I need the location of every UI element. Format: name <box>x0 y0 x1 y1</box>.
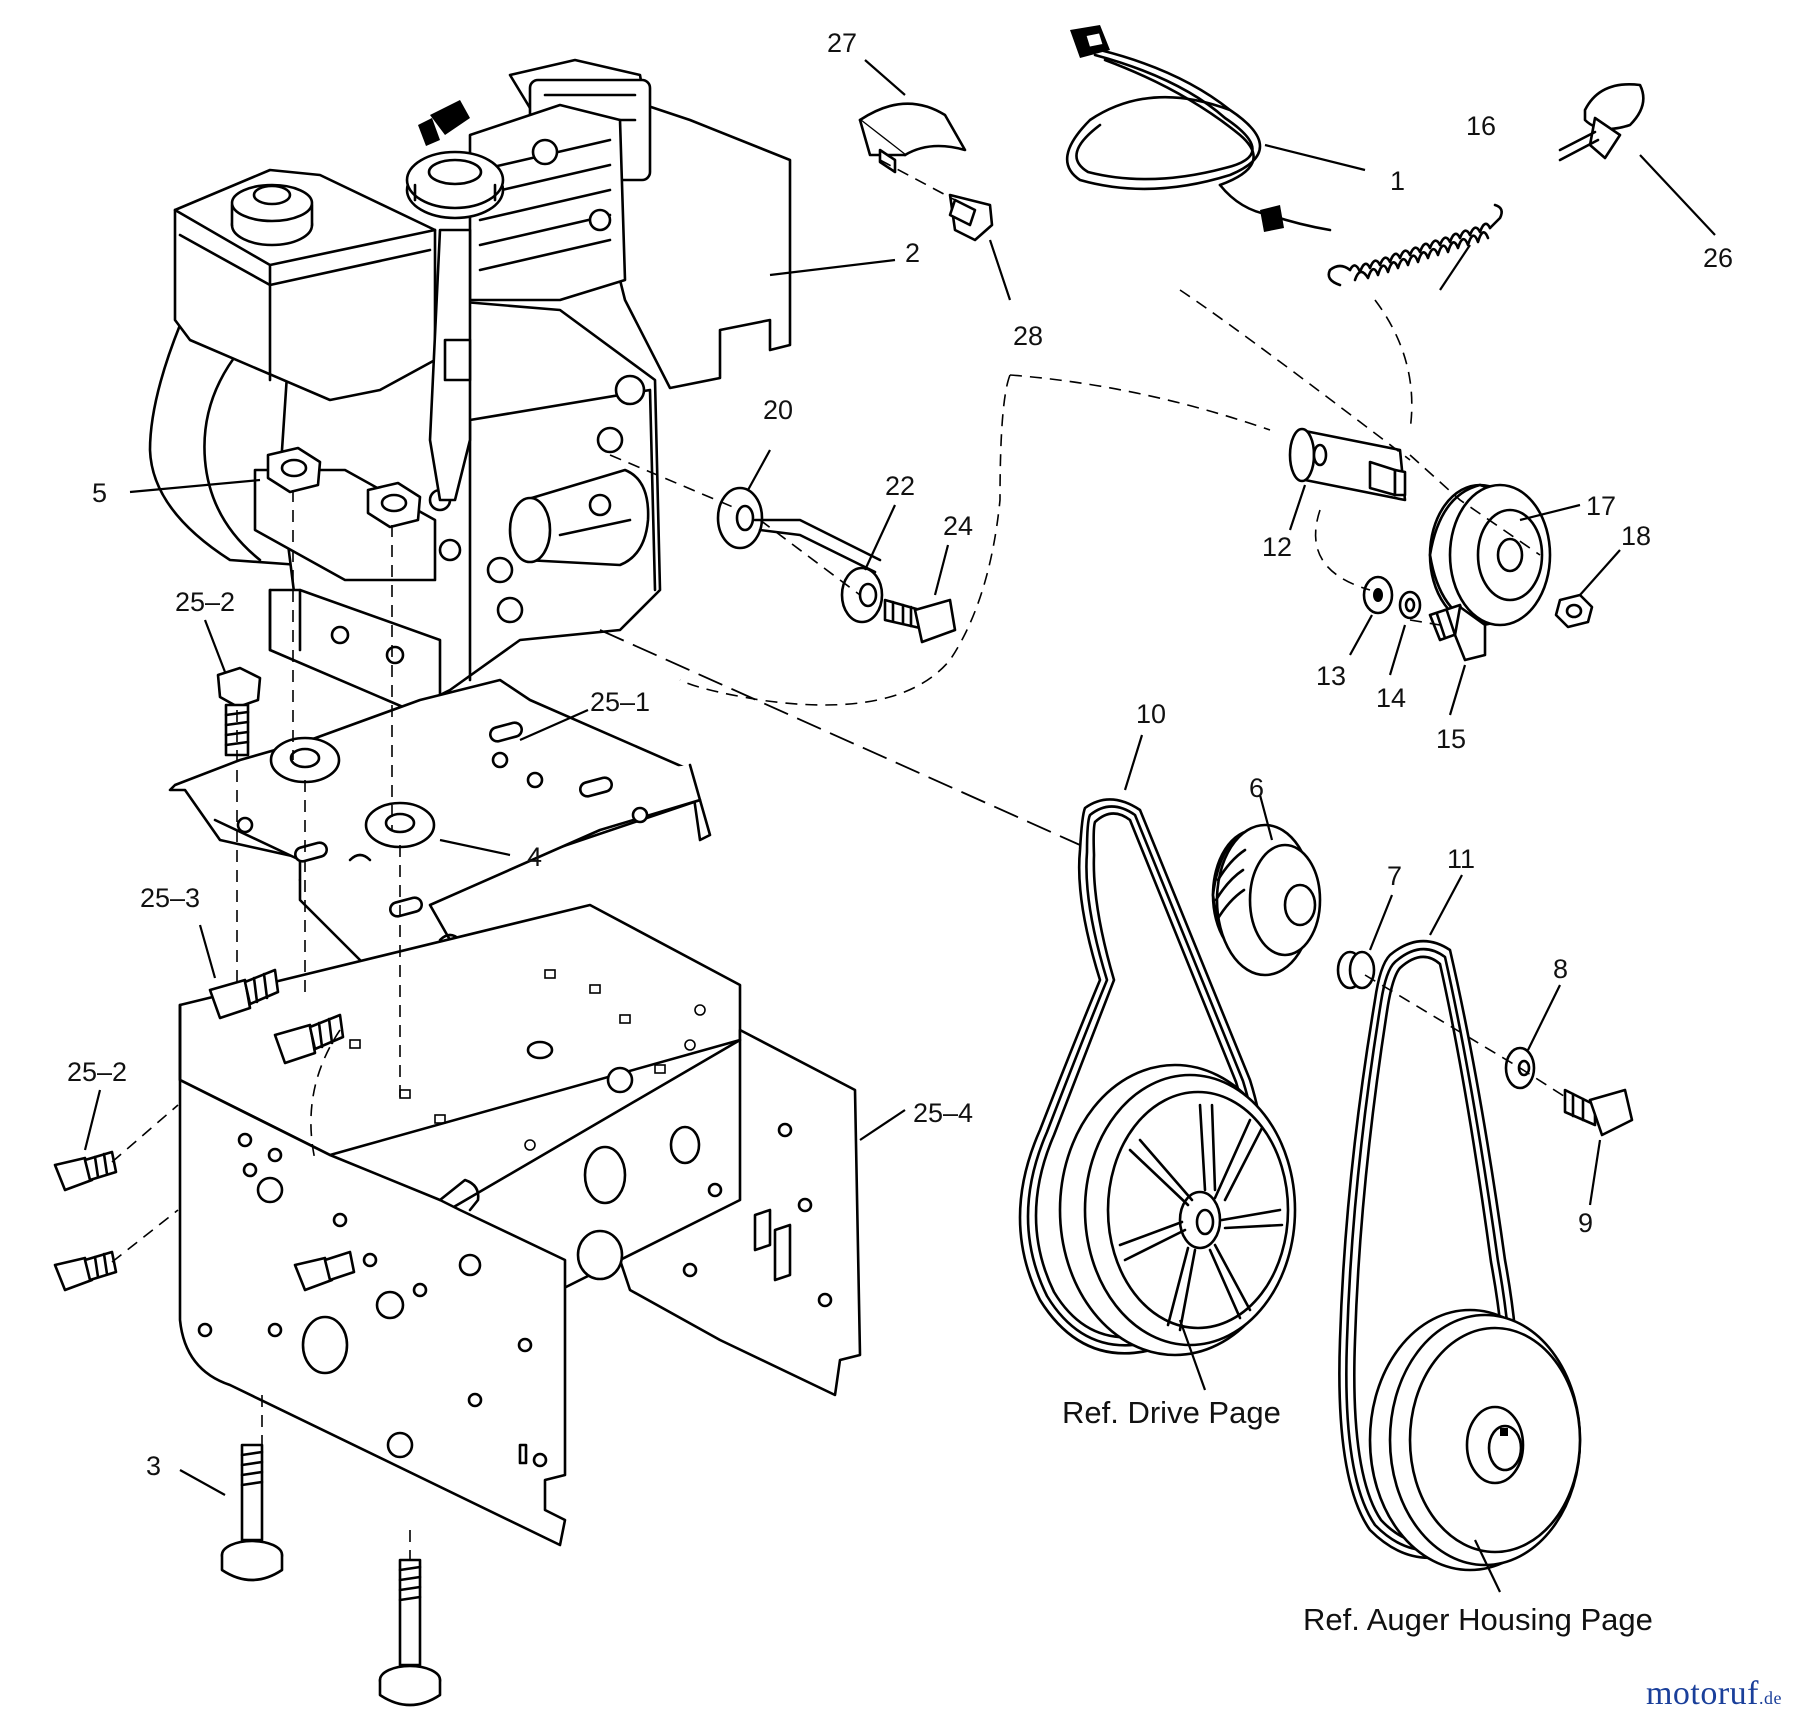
watermark-main-text: motoruf <box>1645 1675 1759 1712</box>
callout-20: 20 <box>763 395 793 425</box>
bolt-15 <box>1428 603 1487 662</box>
mounting-plate <box>168 678 712 972</box>
bolt-25-3 <box>273 1013 345 1065</box>
callout-24: 24 <box>943 511 973 541</box>
idler-pulley-17 <box>1428 483 1552 627</box>
callout-14: 14 <box>1376 683 1406 713</box>
bolt-9 <box>1563 1088 1634 1137</box>
callout-28: 28 <box>1013 321 1043 351</box>
callout-1: 1 <box>1390 166 1405 196</box>
assembly-lines <box>111 159 1571 1560</box>
callout-10: 10 <box>1136 699 1166 729</box>
callout-9: 9 <box>1578 1208 1593 1238</box>
bolt-25-2-mid <box>293 1250 356 1292</box>
watermark-suffix-text: .de <box>1759 1688 1782 1708</box>
mount-nut <box>266 446 322 494</box>
clamp-27 <box>858 102 967 174</box>
callout-22: 22 <box>885 471 915 501</box>
callout-4: 4 <box>527 842 542 872</box>
spring-16 <box>1327 203 1503 287</box>
bolt-25-2-left <box>53 1150 118 1192</box>
washer-rod-20 <box>716 486 882 574</box>
bolt-25-2-top <box>216 666 262 757</box>
mount-nut <box>366 481 422 529</box>
spacer-7 <box>1336 950 1376 990</box>
bolt-25-2-left <box>53 1250 118 1292</box>
lockwasher-14 <box>1398 590 1422 620</box>
drive-pulley <box>1058 1063 1297 1357</box>
callout-8: 8 <box>1553 954 1568 984</box>
watermark-logo: motoruf.de <box>1646 1675 1782 1713</box>
callout-18: 18 <box>1621 521 1651 551</box>
carriage-bolt <box>378 1558 442 1707</box>
callouts: 1 2 3 4 5 6 7 8 9 10 11 12 13 14 15 16 1… <box>67 28 1733 1481</box>
callout-17: 17 <box>1586 491 1616 521</box>
engine <box>148 58 792 712</box>
star-washer <box>364 801 436 849</box>
key-26 <box>1558 83 1645 162</box>
callout-25-3: 25–3 <box>140 883 200 913</box>
callout-27: 27 <box>827 28 857 58</box>
bolt-25-3 <box>208 968 280 1020</box>
callout-25-1: 25–1 <box>590 687 650 717</box>
callout-15: 15 <box>1436 724 1466 754</box>
callout-26: 26 <box>1703 243 1733 273</box>
engine-pulley-6 <box>1211 823 1322 977</box>
callout-25-2-left: 25–2 <box>67 1057 127 1087</box>
callout-25-4: 25–4 <box>913 1098 973 1128</box>
callout-7: 7 <box>1387 861 1402 891</box>
idler-arm-12 <box>1288 427 1407 502</box>
drive-belt-10 <box>1018 798 1266 1355</box>
cable-1 <box>1065 25 1332 232</box>
bolt-24 <box>883 598 957 644</box>
ref-drive-page-label: Ref. Drive Page <box>1062 1395 1281 1430</box>
callout-13: 13 <box>1316 661 1346 691</box>
star-washer <box>269 736 341 784</box>
washer-13 <box>1362 575 1394 615</box>
callout-16: 16 <box>1466 111 1496 141</box>
nut-18 <box>1554 593 1594 629</box>
washer-22 <box>840 566 884 624</box>
callout-11: 11 <box>1447 844 1475 874</box>
carriage-bolt <box>220 1443 284 1582</box>
ref-auger-housing-page-label: Ref. Auger Housing Page <box>1303 1602 1653 1637</box>
callout-2: 2 <box>905 238 920 268</box>
leader-lines <box>83 59 1716 1593</box>
auger-pulley <box>1368 1308 1582 1572</box>
callout-25-2-top: 25–2 <box>175 587 235 617</box>
callout-5: 5 <box>92 478 107 508</box>
callout-12: 12 <box>1262 532 1292 562</box>
screw-28 <box>948 193 994 242</box>
frame <box>178 903 862 1547</box>
callout-6: 6 <box>1249 773 1264 803</box>
callout-3: 3 <box>146 1451 161 1481</box>
